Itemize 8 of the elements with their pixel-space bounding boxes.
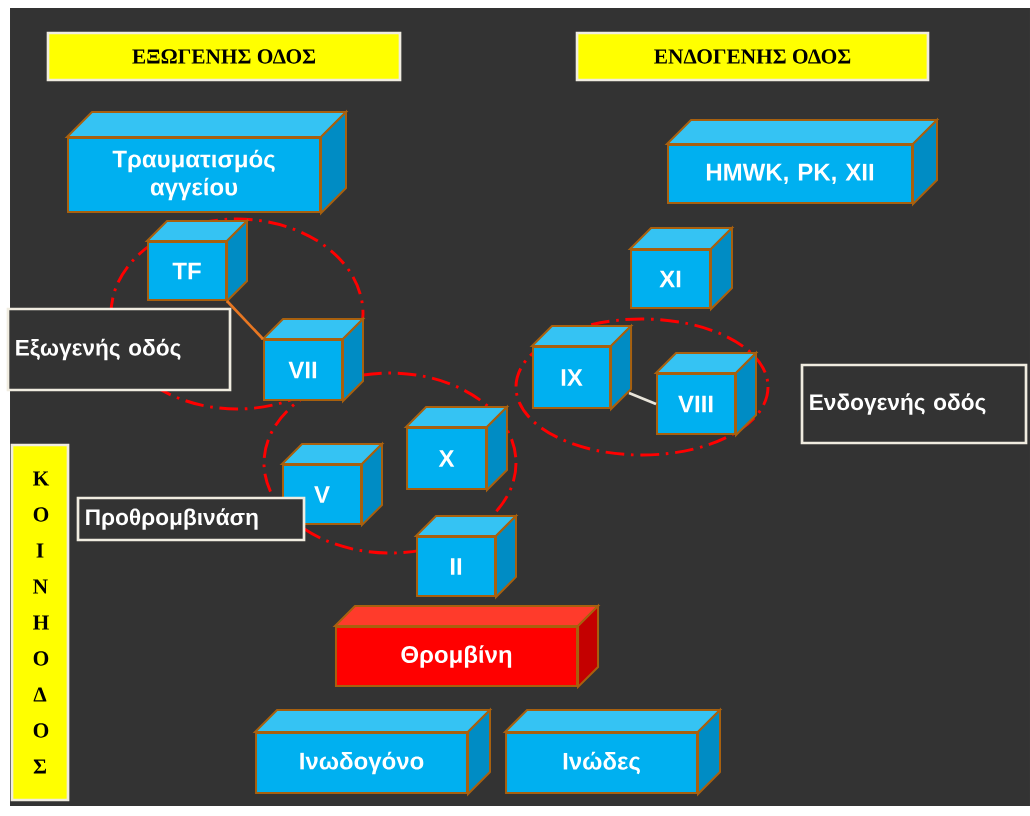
connector-line [628,391,657,406]
title-box: ΕΝΔΟΓΕΝΗΣ ΟΔΟΣ [575,31,930,82]
label-box: Εξωγενής οδός [6,307,232,392]
label-box: Ενδογενής οδός [800,363,1028,445]
title-box: ΕΞΩΓΕΝΗΣ ΟΔΟΣ [46,31,402,82]
label-box: Προθρομβινάση [76,496,306,542]
connector-line [226,300,264,340]
vertical-title-box: Κ Ο Ι Ν Η Ο Δ Ο Σ [10,443,70,802]
